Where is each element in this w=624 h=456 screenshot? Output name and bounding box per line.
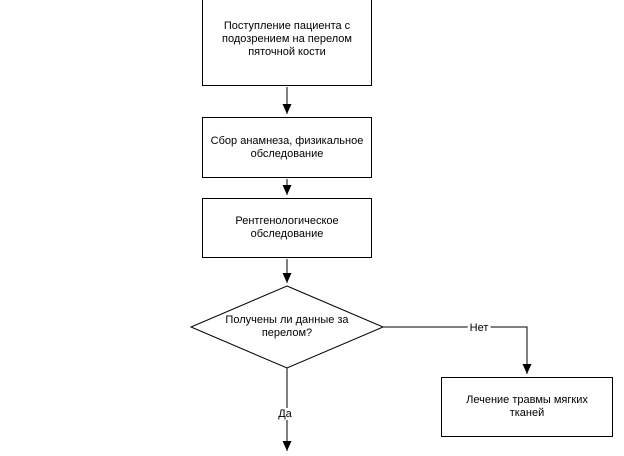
node-xray: Рентгенологическое обследование	[202, 198, 372, 258]
branch-label-no: Нет	[467, 322, 491, 334]
branch-label-yes: Да	[276, 408, 294, 420]
node-decision-label: Получены ли данные за перелом?	[225, 314, 349, 339]
node-decision: Получены ли данные за перелом?	[197, 304, 377, 350]
decision-diamond-shape	[189, 285, 385, 369]
node-anamnesis: Сбор анамнеза, физикальное обследование	[202, 117, 372, 178]
node-soft-tissue-treatment-label: Лечение травмы мягких тканей	[466, 394, 588, 419]
node-admission: Поступление пациента с подозрением на пе…	[202, 0, 372, 86]
connector-decision-no-branch	[383, 326, 532, 374]
node-admission-label: Поступление пациента с подозрением на пе…	[222, 19, 352, 58]
node-soft-tissue-treatment: Лечение травмы мягких тканей	[441, 377, 613, 437]
node-xray-label: Рентгенологическое обследование	[235, 215, 339, 240]
node-anamnesis-label: Сбор анамнеза, физикальное обследование	[210, 134, 364, 160]
